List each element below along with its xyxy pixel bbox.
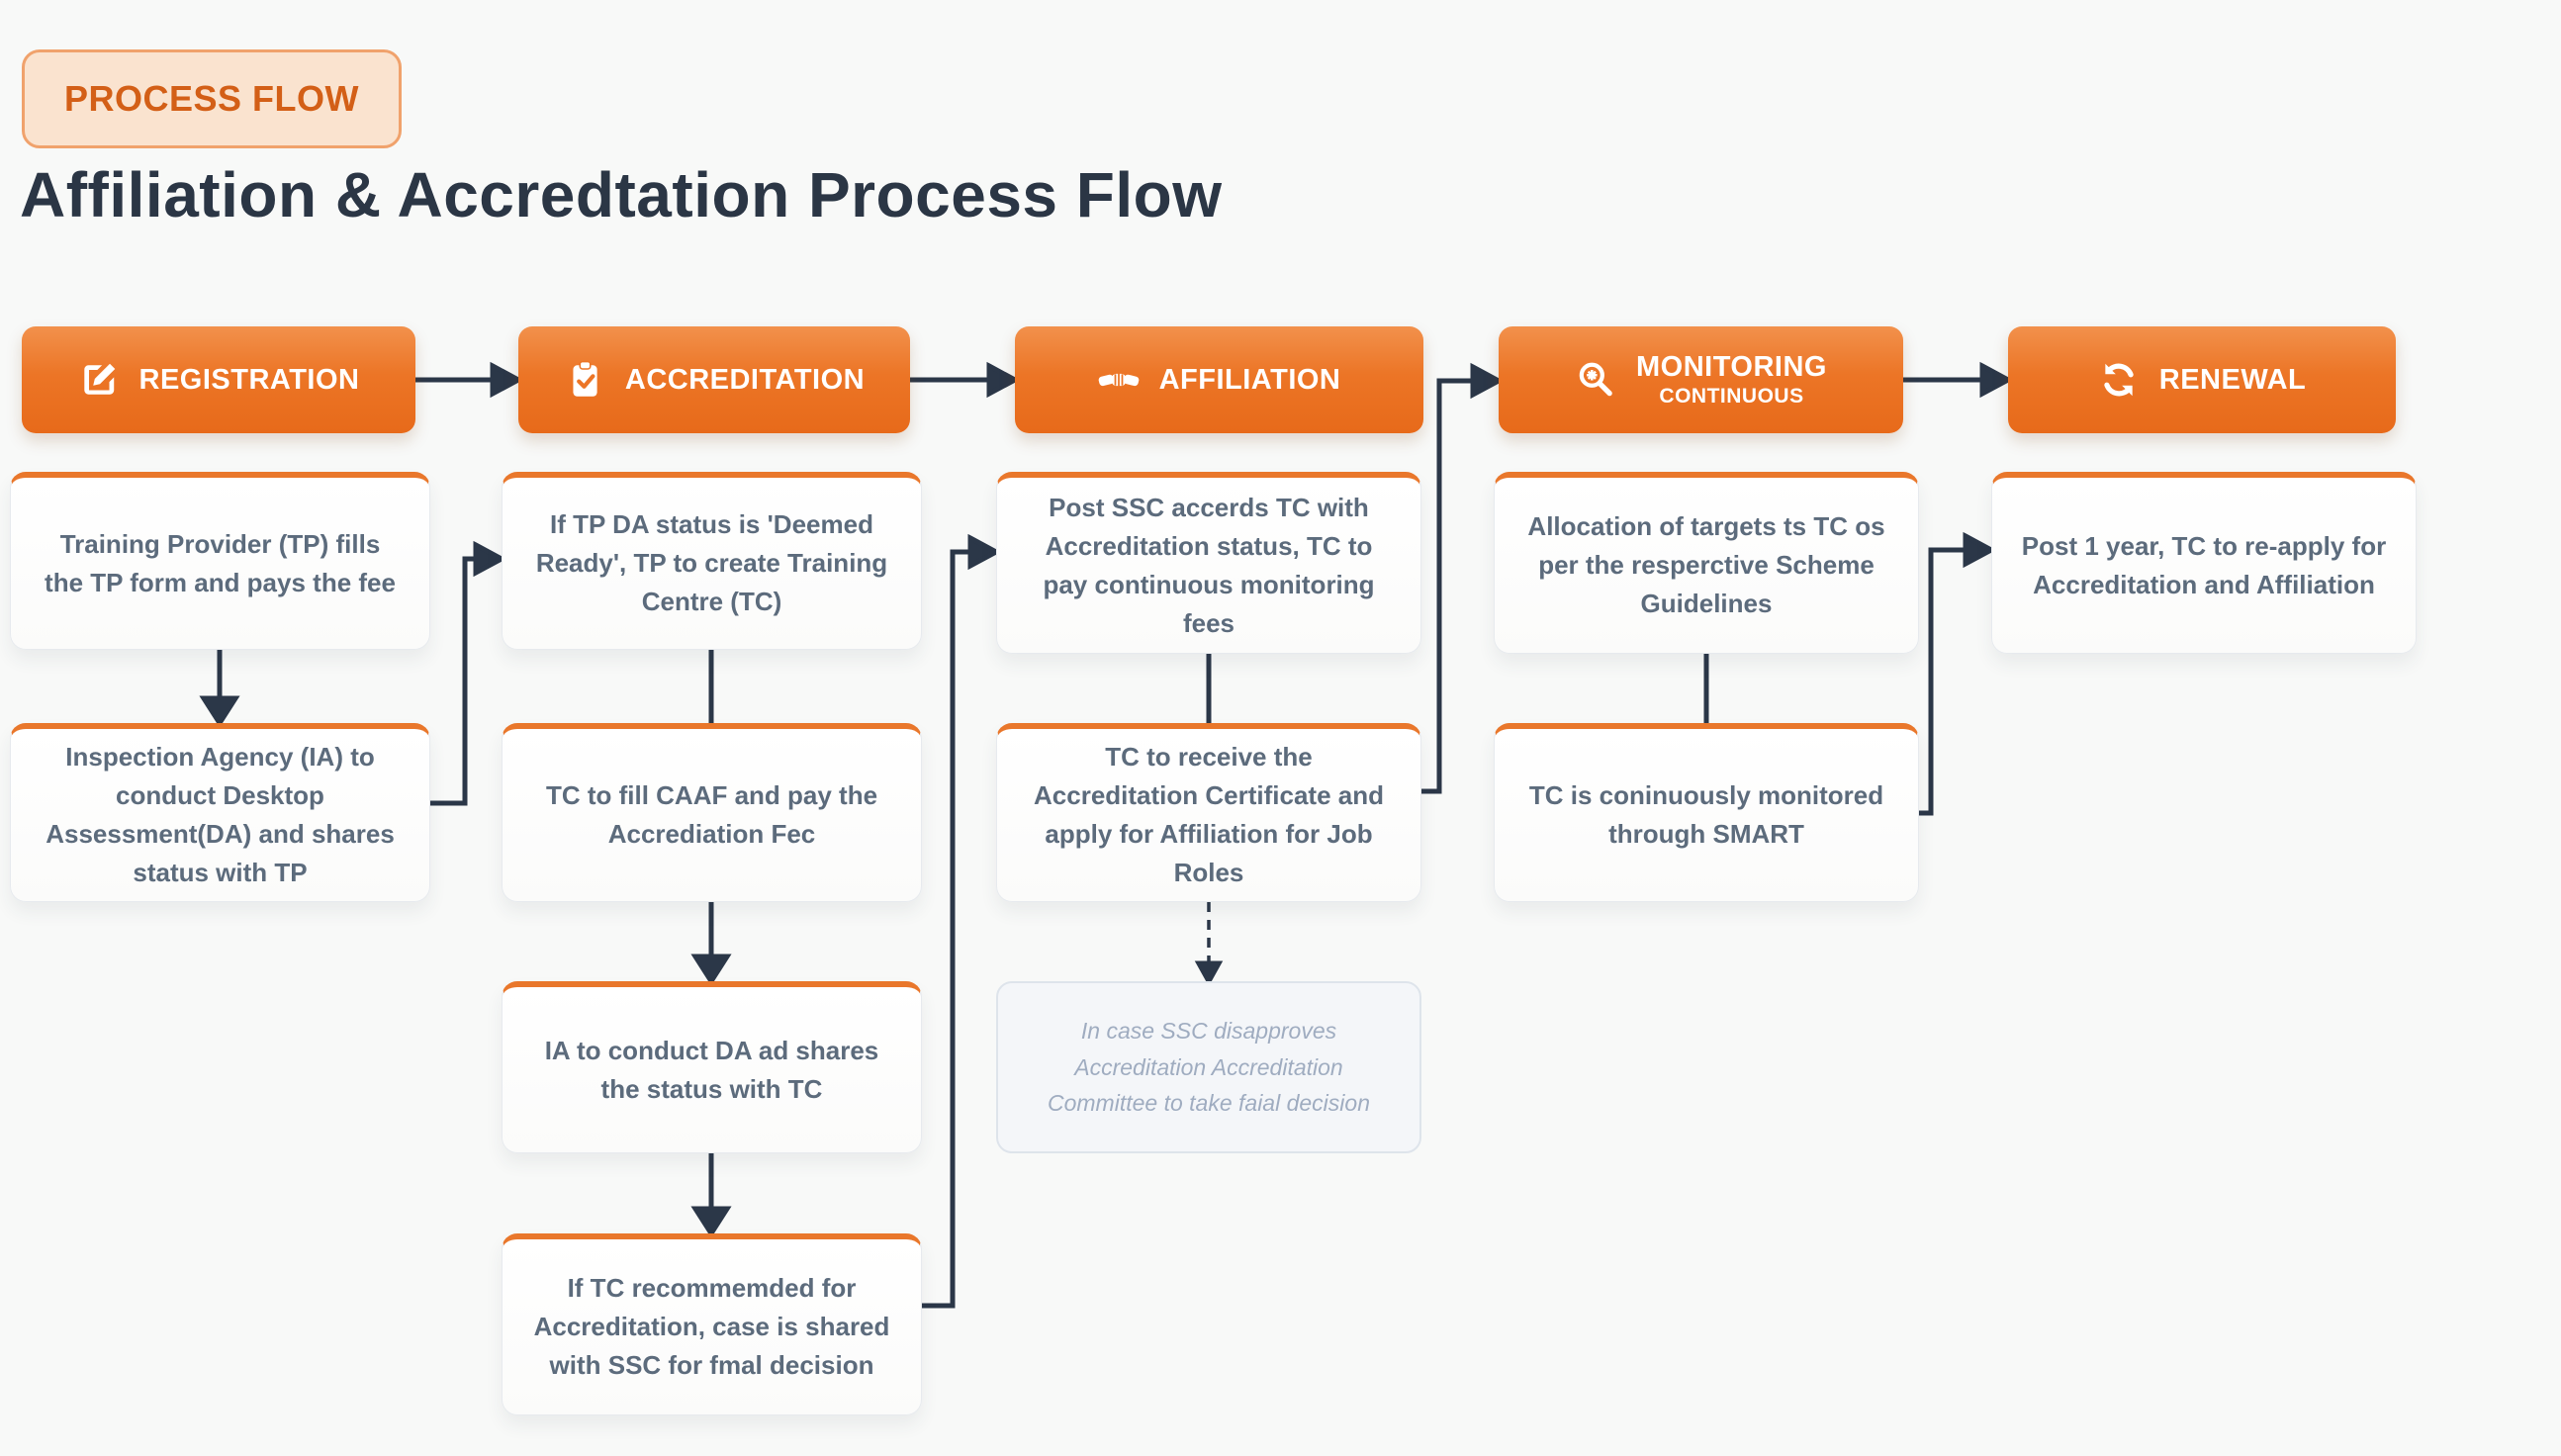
elbow-col4-to-col5 — [1919, 531, 1997, 816]
step-card-smart-monitoring: TC is coninuously monitored through SMAR… — [1494, 723, 1919, 902]
elbow-col1-to-col2 — [430, 540, 507, 806]
step-card-ia-desktop-assessment: Inspection Agency (IA) to conduct Deskto… — [10, 723, 430, 902]
arrow-col2-step3-to-step4 — [690, 1153, 732, 1238]
step-card-caaf-fee: TC to fill CAAF and pay the Accrediation… — [502, 723, 922, 902]
stage-label: ACCREDITATION — [624, 363, 866, 396]
refresh-icon — [2104, 363, 2134, 397]
stage-label: RENEWAL — [2158, 363, 2307, 396]
elbow-col3-to-monitoring-stage — [1421, 362, 1505, 794]
stage-sublabel: CONTINUOUS — [1659, 384, 1804, 408]
stage-accreditation: ACCREDITATION — [518, 326, 910, 433]
stage-registration: REGISTRATION — [22, 326, 415, 433]
stage-affiliation: AFFILIATION — [1015, 326, 1423, 433]
step-card-reapply: Post 1 year, TC to re-apply for Accredit… — [1991, 472, 2417, 654]
stage-monitoring: MONITORING CONTINUOUS — [1499, 326, 1903, 433]
badge-label: PROCESS FLOW — [64, 78, 360, 119]
step-card-ia-conduct-da: IA to conduct DA ad shares the status wi… — [502, 981, 922, 1153]
handshake-icon — [1098, 373, 1139, 387]
clipboard-check-icon — [573, 360, 597, 397]
note-card-ssc-disapproves: In case SSC disapproves Accreditation Ac… — [996, 981, 1421, 1153]
stage-label: REGISTRATION — [138, 363, 360, 396]
dashed-arrow-col3-step2-to-note — [1194, 902, 1224, 987]
step-card-deemed-ready: If TP DA status is 'Deemed Ready', TP to… — [502, 472, 922, 650]
step-card-tp-form: Training Provider (TP) fills the TP form… — [10, 472, 430, 650]
stage-renewal: RENEWAL — [2008, 326, 2396, 433]
arrow-registration-to-accreditation — [415, 361, 524, 399]
step-card-receive-certificate: TC to receive the Accreditation Certific… — [996, 723, 1421, 902]
step-card-ssc-final-decision: If TC recommemded for Accreditation, cas… — [502, 1233, 922, 1415]
stage-label: MONITORING — [1636, 351, 1827, 384]
arrow-monitoring-to-renewal — [1903, 361, 2014, 399]
step-card-ssc-accords: Post SSC accerds TC with Accreditation s… — [996, 472, 1421, 654]
arrow-accreditation-to-affiliation — [910, 361, 1021, 399]
arrow-col2-step2-to-step3 — [690, 902, 732, 986]
stage-label: AFFILIATION — [1158, 363, 1341, 396]
arrow-col1-step1-to-step2 — [199, 650, 240, 728]
process-flow-badge: PROCESS FLOW — [22, 49, 403, 148]
edit-icon — [83, 363, 115, 395]
step-card-target-allocation: Allocation of targets ts TC os per the r… — [1494, 472, 1919, 654]
page-title: Affiliation & Accredtation Process Flow — [20, 159, 1223, 230]
search-icon — [1579, 362, 1612, 397]
stage-label-stack: MONITORING CONTINUOUS — [1636, 351, 1827, 408]
elbow-col2-to-col3 — [922, 533, 1002, 1309]
